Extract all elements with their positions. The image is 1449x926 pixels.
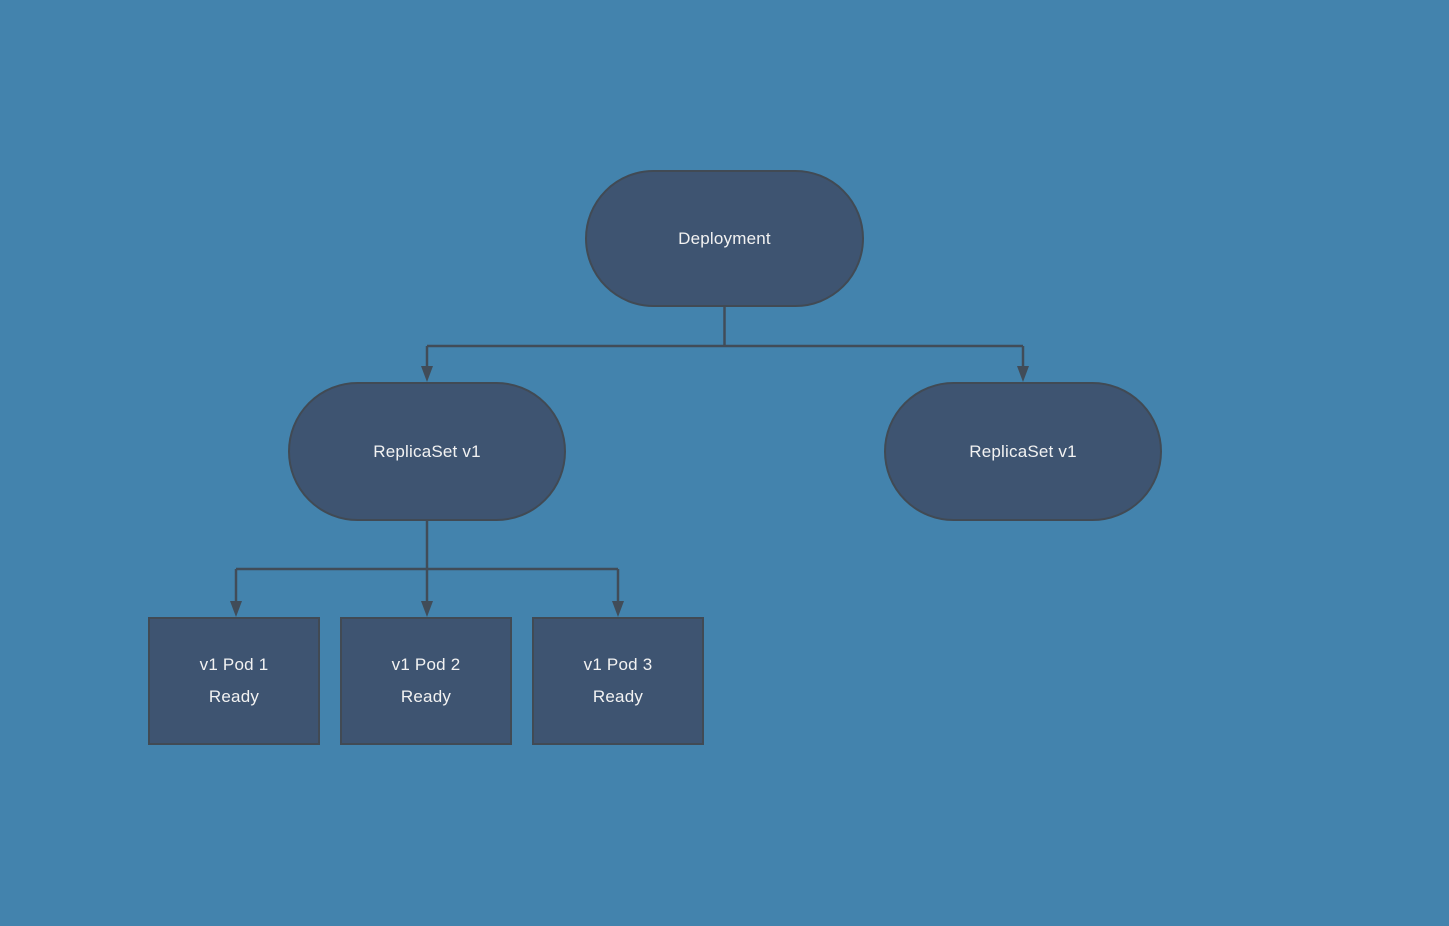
node-replicaset-right[interactable]: ReplicaSet v1 bbox=[884, 382, 1162, 521]
pod-3-name: v1 Pod 3 bbox=[583, 655, 653, 674]
node-replicaset-left-label: ReplicaSet v1 bbox=[373, 441, 481, 461]
node-deployment[interactable]: Deployment bbox=[585, 170, 864, 307]
node-deployment-label: Deployment bbox=[678, 228, 771, 248]
node-replicaset-left[interactable]: ReplicaSet v1 bbox=[288, 382, 566, 521]
node-replicaset-right-label: ReplicaSet v1 bbox=[969, 441, 1077, 461]
pod-1-status: Ready bbox=[208, 687, 260, 706]
pod-3-status: Ready bbox=[592, 687, 644, 706]
connector-deployment-to-replicasets bbox=[421, 307, 1029, 382]
pod-2-name: v1 Pod 2 bbox=[391, 655, 461, 674]
pod-1-name: v1 Pod 1 bbox=[199, 655, 269, 674]
node-pod-1[interactable]: v1 Pod 1 Ready bbox=[148, 617, 320, 745]
pod-2-status: Ready bbox=[400, 687, 452, 706]
connector-replicaset-to-pods bbox=[230, 521, 624, 617]
node-pod-2[interactable]: v1 Pod 2 Ready bbox=[340, 617, 512, 745]
node-pod-3[interactable]: v1 Pod 3 Ready bbox=[532, 617, 704, 745]
